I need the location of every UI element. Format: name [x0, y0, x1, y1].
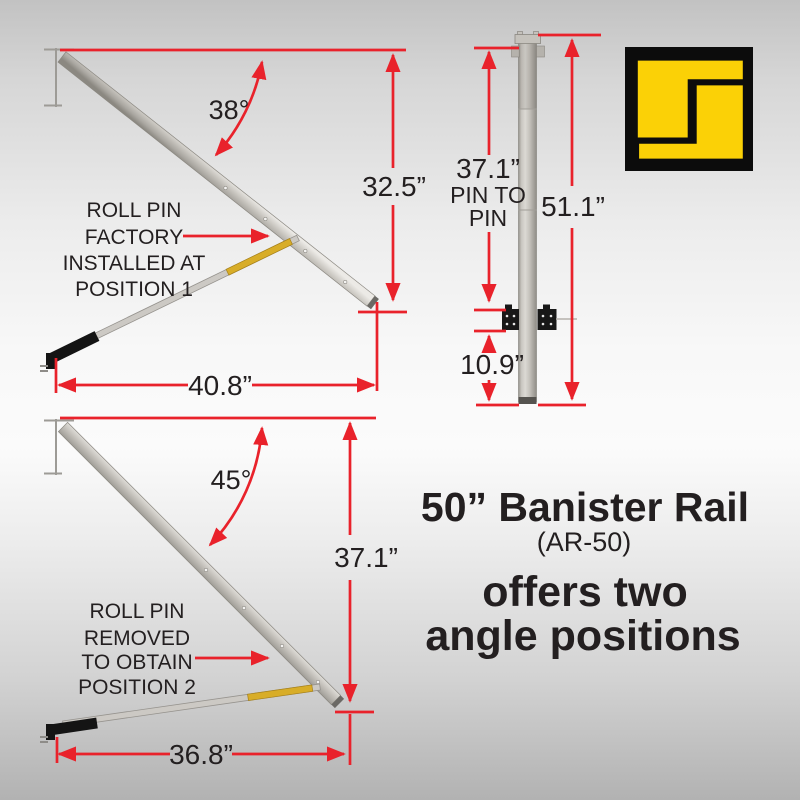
note-line: ROLL PIN — [87, 199, 182, 222]
hinge-bolt — [549, 314, 553, 318]
brand-logo — [625, 47, 753, 171]
angle-arc — [214, 60, 267, 157]
hinge-plate-left — [502, 309, 519, 330]
post-bottom-cap — [518, 397, 537, 404]
roll-pin-yellow-segment — [225, 238, 293, 276]
note-line: ROLL PIN — [90, 600, 185, 623]
post-diagram: 37.1” PIN TO PIN 10.9” 51.1” — [450, 31, 605, 407]
note-line: INSTALLED AT — [63, 252, 206, 275]
title-model-number: (AR-50) — [537, 527, 632, 557]
pin-dim-label3: PIN — [469, 205, 507, 231]
width-dim-label: 36.8” — [169, 739, 233, 770]
wall-bracket — [44, 419, 74, 475]
handle-pin — [40, 365, 48, 372]
post-pin-tab-left — [511, 45, 520, 58]
handle-pin — [40, 736, 48, 743]
rail-pin-hole — [315, 679, 320, 684]
rail-end-cap — [331, 695, 345, 709]
width-dim-label: 40.8” — [188, 370, 252, 401]
rail-pin-hole — [204, 567, 209, 572]
logo-s-upper — [637, 60, 743, 138]
hinge-bolt — [512, 314, 516, 318]
roll-pin-note: ROLL PIN REMOVED TO OBTAIN POSITION 2 — [78, 600, 196, 699]
note-line: TO OBTAIN — [81, 651, 192, 674]
hinge-bolt — [541, 314, 545, 318]
post-top-cap — [514, 34, 541, 44]
roll-pin-note: ROLL PIN FACTORY INSTALLED AT POSITION 1 — [63, 199, 206, 301]
height-dim-label: 37.1” — [334, 542, 398, 573]
title-line4: angle positions — [425, 612, 740, 660]
rail-pin-hole — [223, 186, 228, 191]
handle-latch — [46, 724, 55, 740]
rail-pin-hole — [242, 605, 247, 610]
hinge-bolt — [541, 322, 545, 326]
post-pin-tab-right — [536, 45, 545, 58]
post-sleeve — [518, 44, 537, 109]
note-line: POSITION 2 — [78, 676, 196, 699]
angle-label: 45° — [211, 465, 252, 495]
hinge-tab — [543, 304, 550, 311]
roll-pin-yellow-segment — [247, 684, 314, 701]
hinge-bolt — [505, 314, 509, 318]
product-title: 50” Banister Rail (AR-50) offers two ang… — [421, 484, 749, 660]
position-2-diagram: 45° 37.1” 36.8” ROLL PIN REMOVED TO OBTA… — [40, 416, 398, 770]
rail-pin-hole — [263, 217, 268, 222]
note-line: POSITION 1 — [75, 278, 193, 301]
handle-grip — [49, 717, 98, 736]
hinge-bolt — [512, 322, 516, 326]
position-1-diagram: 32.5” 40.8” 38° ROLL PIN FACTORY INSTALL… — [40, 48, 426, 401]
rail-pin-hole — [279, 643, 284, 648]
handle-grip — [47, 331, 100, 364]
title-line3: offers two — [482, 568, 687, 616]
title-line1: 50” Banister Rail — [421, 484, 749, 530]
rail-end-cap — [367, 295, 379, 310]
pin-dim-label: 37.1” — [456, 153, 520, 184]
hinge-plate-right — [537, 309, 557, 330]
note-line: FACTORY — [85, 226, 183, 249]
post-seam — [518, 108, 537, 211]
rail-pin-hole — [343, 279, 348, 284]
rail-pin-hole — [303, 249, 308, 254]
lower-dim-label: 10.9” — [460, 349, 524, 380]
overall-dim-label: 51.1” — [541, 191, 605, 222]
logo-s-lower — [639, 85, 743, 159]
hinge-tab — [505, 304, 512, 311]
hinge-bolt — [549, 322, 553, 326]
pin-dim-label2: PIN TO — [450, 182, 526, 208]
hinge-bolt — [505, 322, 509, 326]
angle-arc — [208, 426, 269, 547]
angle-label: 38° — [209, 95, 250, 125]
height-dim-label: 32.5” — [362, 171, 426, 202]
handle-latch — [46, 353, 55, 369]
note-line: REMOVED — [84, 627, 190, 650]
